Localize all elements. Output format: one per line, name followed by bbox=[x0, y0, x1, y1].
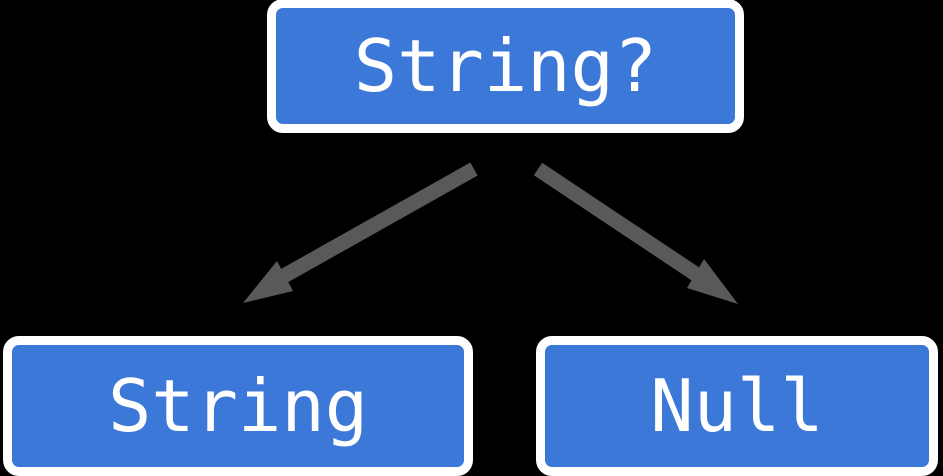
edge-root-to-string-arrowhead bbox=[243, 261, 293, 303]
node-string-label: String bbox=[107, 364, 369, 448]
node-null[interactable]: Null bbox=[536, 336, 938, 476]
edge-root-to-null-arrowhead bbox=[687, 259, 738, 304]
node-string-nullable-label: String? bbox=[353, 24, 658, 108]
edge-root-to-string bbox=[243, 162, 478, 303]
node-string-nullable[interactable]: String? bbox=[267, 0, 744, 133]
edge-root-to-null bbox=[533, 162, 738, 304]
node-string[interactable]: String bbox=[3, 336, 473, 476]
edge-root-to-null-line bbox=[533, 162, 705, 284]
edge-root-to-string-line bbox=[278, 162, 478, 284]
node-null-label: Null bbox=[650, 364, 824, 448]
